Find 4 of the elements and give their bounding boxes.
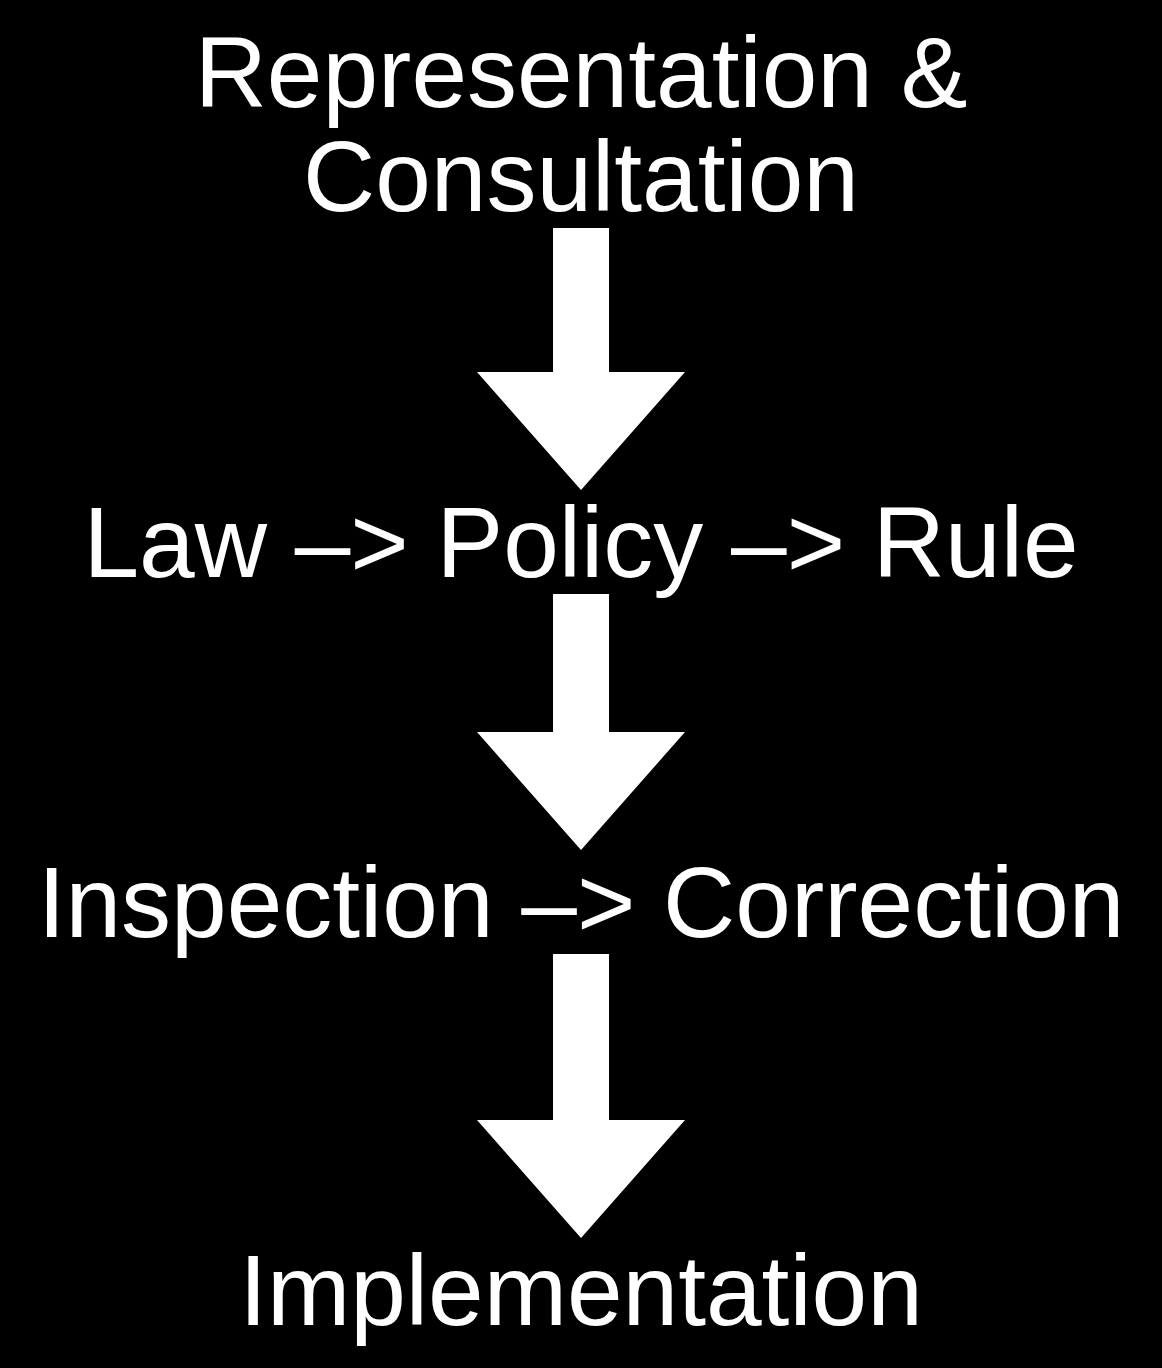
down-arrow <box>477 594 685 850</box>
step-text: Representation & Consultation <box>193 20 969 228</box>
down-arrow <box>477 954 685 1238</box>
down-arrow <box>477 228 685 490</box>
